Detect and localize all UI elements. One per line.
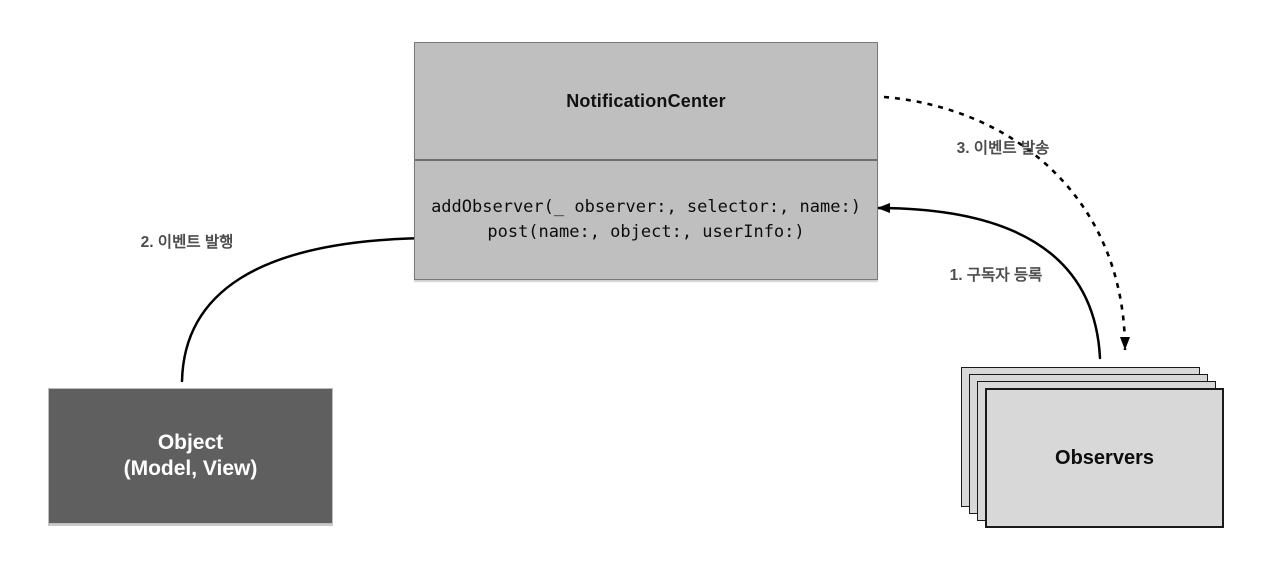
dispatch-arrow-label: 3. 이벤트 발송 <box>956 140 1050 157</box>
notification-center-box: NotificationCenter addObserver(_ observe… <box>414 42 878 280</box>
object-box: Object (Model, View) <box>48 388 333 524</box>
object-box-subtitle: (Model, View) <box>123 457 258 480</box>
notification-center-title: NotificationCenter <box>566 90 726 111</box>
notification-center-title-section: NotificationCenter <box>415 43 877 161</box>
observers-label: Observers <box>1055 446 1154 469</box>
dispatch-arrow <box>883 95 1130 351</box>
observer-card-front: Observers <box>985 388 1224 528</box>
publish-arrow <box>180 233 440 383</box>
object-box-title: Object <box>157 431 224 454</box>
publish-arrow-label: 2. 이벤트 발행 <box>140 234 234 251</box>
add-observer-method: addObserver(_ observer:, selector:, name… <box>431 197 861 217</box>
observers-stack: Observers <box>961 367 1229 533</box>
post-method: post(name:, object:, userInfo:) <box>487 222 805 242</box>
notification-center-method-section: addObserver(_ observer:, selector:, name… <box>415 161 877 279</box>
register-arrow-label: 1. 구독자 등록 <box>949 267 1043 284</box>
